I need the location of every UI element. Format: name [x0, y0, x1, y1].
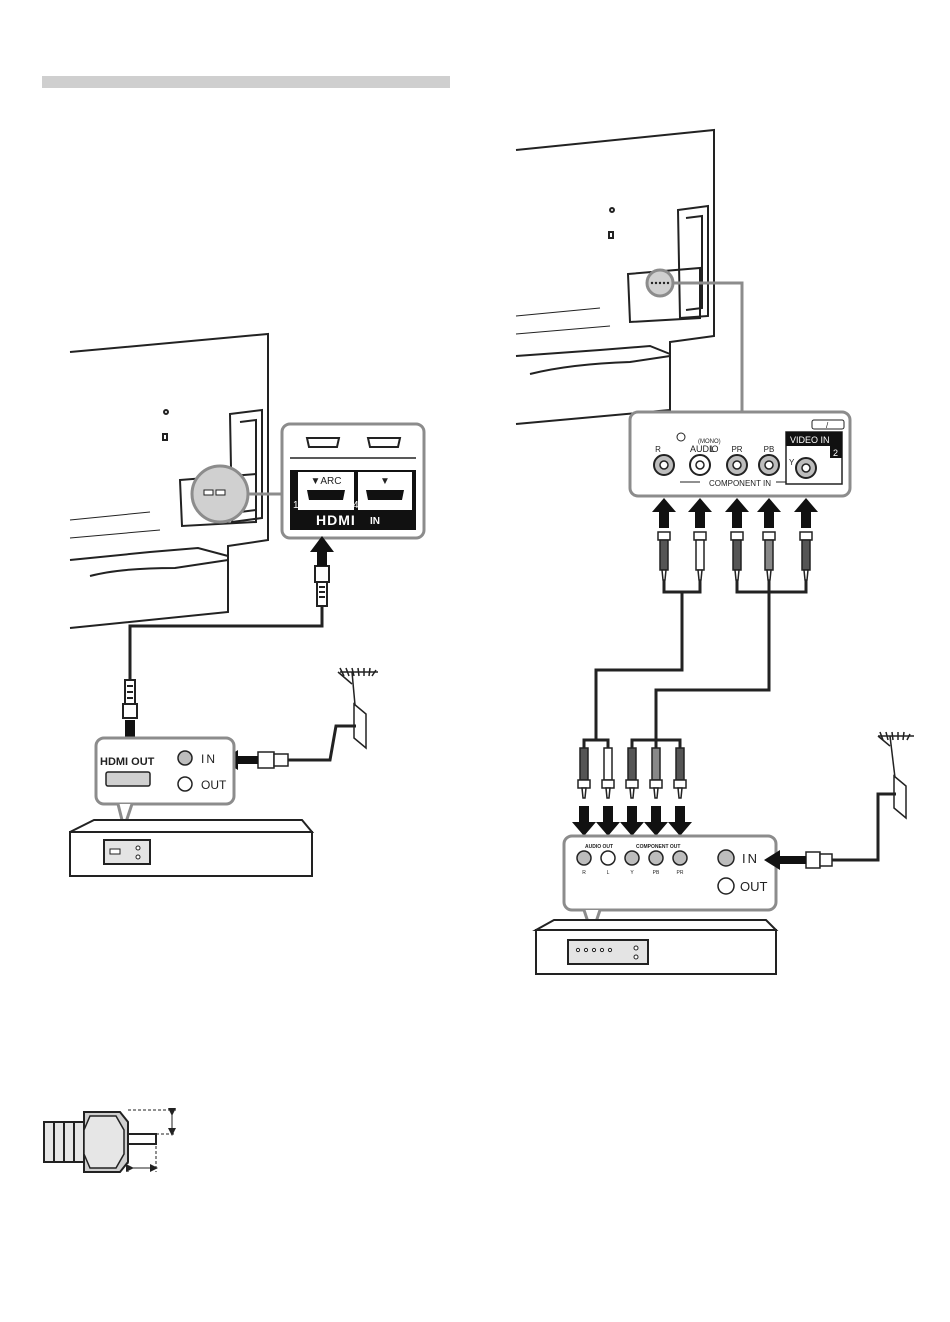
antenna-out-jack-left[interactable]: [178, 777, 192, 791]
video-in-y-label: Y: [789, 458, 795, 467]
out-jack-l[interactable]: [601, 851, 615, 865]
component-out-label: COMPONENT OUT: [636, 844, 680, 850]
video-in-label: VIDEO IN: [790, 435, 830, 445]
hdmi-cable: [130, 606, 322, 680]
out-jack-label-3: PB: [653, 870, 660, 876]
out-jack-label-1: L: [607, 870, 610, 876]
out-jack-label-4: PR: [677, 870, 684, 876]
component-up-arrows: [652, 498, 818, 528]
out-jack-y[interactable]: [625, 851, 639, 865]
antenna-in-jack-left[interactable]: [178, 751, 192, 765]
video-in-number: 2: [833, 448, 838, 458]
hdmi-plug-bottom: [123, 680, 137, 718]
component-mono-label: (MONO): [698, 439, 721, 445]
antenna-cable-right: [832, 794, 896, 860]
hdmi-device-callout: [96, 738, 234, 804]
coax-plug-right: [806, 852, 832, 868]
hdmi-device-out-label: OUT: [201, 778, 227, 792]
component-pb-label: PB: [764, 445, 775, 454]
hdmi-port1-number: 1: [293, 500, 299, 511]
hdmi-in-label: IN: [370, 516, 380, 527]
component-cables: [584, 580, 806, 748]
hdmi-out-label: HDMI OUT: [100, 756, 155, 768]
audio-out-label: AUDIO OUT: [585, 844, 613, 850]
rca-plugs-top: [658, 532, 812, 580]
hdmi-port-1[interactable]: [307, 490, 345, 500]
component-device-body: [536, 920, 776, 974]
section-heading-bar: [42, 76, 450, 88]
antenna-in-jack-right[interactable]: [718, 850, 734, 866]
out-jack-r[interactable]: [577, 851, 591, 865]
component-r-label: R: [655, 445, 661, 454]
hdmi-out-port[interactable]: [106, 772, 150, 786]
hdmi-device-body: [70, 820, 312, 876]
antenna-left: [338, 668, 378, 748]
hdmi-port-4[interactable]: [366, 490, 404, 500]
hdmi-logo: HDMI: [316, 512, 356, 528]
hdmi-device-in-label: IN: [201, 752, 217, 766]
coax-plug-left: [258, 752, 288, 768]
tv-rear-right: [516, 130, 714, 424]
antenna-out-jack-right[interactable]: [718, 878, 734, 894]
coax-connector-detail: [44, 1110, 176, 1172]
component-device-out-label: OUT: [740, 879, 768, 894]
component-device-in-label: IN: [742, 851, 759, 866]
hdmi-arrow-up: [310, 536, 334, 566]
hdmi-port4-arrow-label: ▼: [380, 476, 390, 487]
antenna-cable-left: [288, 726, 356, 760]
component-l-label: L: [710, 444, 715, 454]
component-in-label: COMPONENT IN: [709, 479, 771, 488]
out-jack-pr[interactable]: [673, 851, 687, 865]
antenna-right: [878, 732, 914, 818]
out-jack-pb[interactable]: [649, 851, 663, 865]
hdmi-port4-number: 4: [353, 500, 359, 511]
hdmi-arc-label: ▼ARC: [310, 476, 341, 487]
component-pr-label: PR: [731, 445, 742, 454]
hdmi-plug-top: [315, 566, 329, 606]
out-jack-label-0: R: [582, 870, 586, 876]
rca-plugs-bottom: [578, 748, 686, 798]
component-down-arrows: [572, 806, 692, 836]
